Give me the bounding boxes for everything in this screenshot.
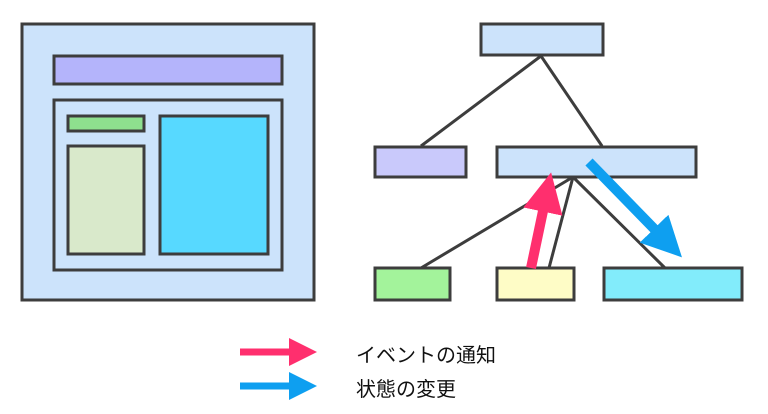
left-pane <box>66 144 146 256</box>
edge-root-midleft <box>420 54 542 148</box>
tree-nodes <box>373 22 744 302</box>
legend-state-label: 状態の変更 <box>356 377 456 401</box>
small-tab <box>66 114 146 133</box>
tree-leaf-green <box>373 266 452 302</box>
header-bar <box>52 54 284 86</box>
edge-root-midright <box>539 55 604 147</box>
edge-mid-yellow <box>547 176 575 269</box>
tree-leaf-cyan <box>602 266 744 302</box>
event-notify-arrow <box>523 172 563 270</box>
state-change-arrow <box>585 158 682 258</box>
edge-mid-green <box>420 175 574 270</box>
tree-root-node <box>479 22 605 57</box>
legend-event-label: イベントの通知 <box>356 343 496 367</box>
ui-mockup <box>20 22 316 302</box>
tree-leaf-yellow <box>495 266 576 302</box>
tree-mid-left-node <box>373 145 468 179</box>
right-pane <box>158 114 270 256</box>
